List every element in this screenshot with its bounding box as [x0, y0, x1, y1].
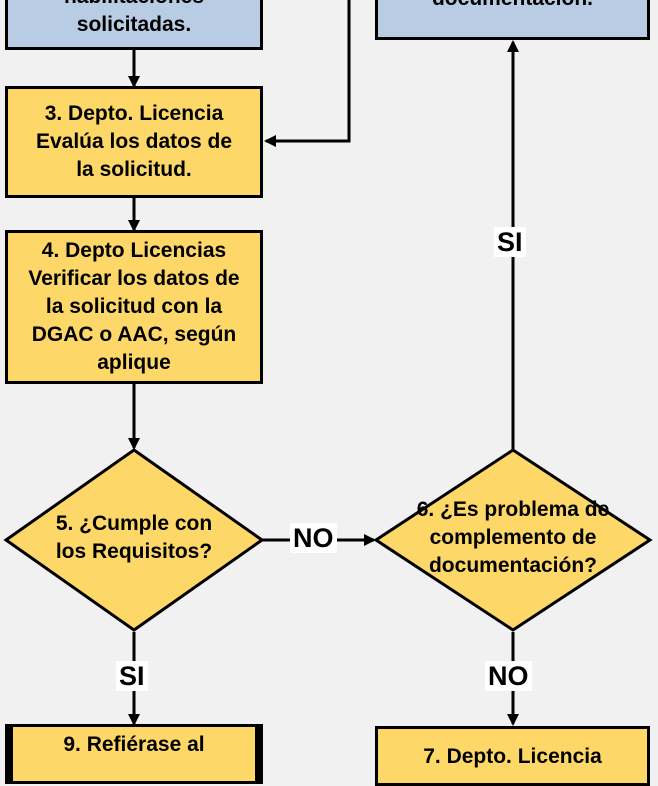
decision-6-shape: [373, 448, 653, 632]
step-7-box: 7. Depto. Licencia: [375, 726, 650, 786]
step-2-text: habilitaciones solicitadas.: [64, 0, 204, 36]
step-4-text: 4. Depto Licencias Verificar los datos d…: [28, 239, 240, 374]
step-3-text: 3. Depto. Licencia Evalúa los datos de l…: [35, 102, 233, 181]
edge-label-no-right: NO: [290, 523, 337, 553]
step-9-box: 9. Refiérase al: [5, 724, 263, 784]
edge-label-no-down: NO: [485, 661, 532, 691]
flow-connectors: [3, 0, 653, 726]
decision-6-label: 6. ¿Es problema de complemento de docume…: [416, 498, 610, 577]
decision-5-label: 5. ¿Cumple con los Requisitos?: [55, 512, 213, 563]
edge-label-si-down: SI: [116, 661, 148, 691]
step-2-box: habilitaciones solicitadas.: [5, 0, 263, 50]
step-3-box: 3. Depto. Licencia Evalúa los datos de l…: [5, 86, 263, 198]
step-9-text: 9. Refiérase al: [63, 733, 205, 756]
step-4-box: 4. Depto Licencias Verificar los datos d…: [5, 230, 263, 384]
top-right-text: documentación.: [432, 0, 593, 13]
decision-5-shape: [3, 448, 265, 632]
step-7-text: 7. Depto. Licencia: [423, 745, 602, 768]
edge-label-si-up: SI: [494, 227, 526, 257]
top-right-box: documentación.: [375, 0, 650, 40]
arrow-loop-into-3: [264, 0, 351, 147]
